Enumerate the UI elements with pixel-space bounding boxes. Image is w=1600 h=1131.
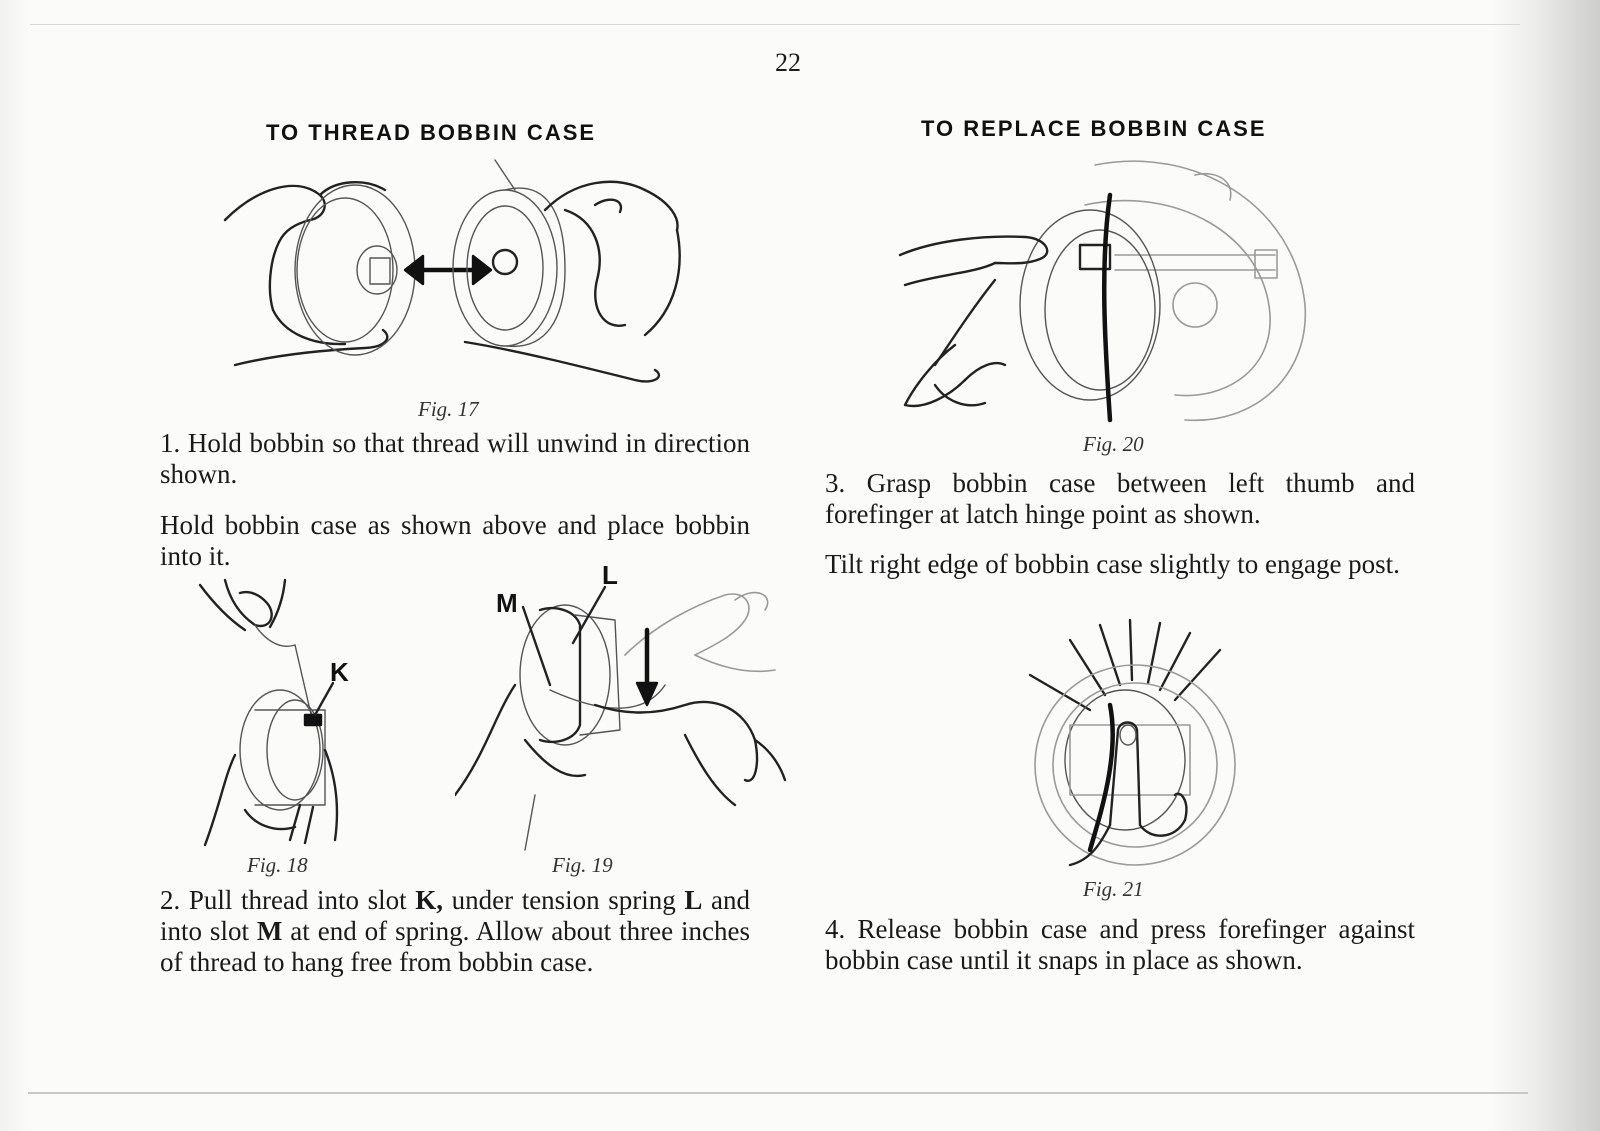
figure-20-illustration	[898, 160, 1307, 423]
heading-thread-bobbin-case: TO THREAD BOBBIN CASE	[266, 120, 597, 145]
label-m: M	[496, 588, 518, 618]
figure-18-illustration	[198, 578, 339, 847]
page-edge-bottom	[28, 1092, 1528, 1094]
figure-17-illustration	[223, 159, 681, 383]
label-l: L	[602, 560, 618, 590]
step-2-text-part4: at end of spring. Allow about three inch…	[160, 916, 750, 977]
scan-shadow-right	[1490, 0, 1600, 1131]
fig-21-caption: Fig. 21	[1083, 877, 1144, 901]
step-3-text: 3. Grasp bobbin case between left thumb …	[825, 468, 1415, 529]
figure-19-illustration	[455, 585, 787, 851]
fig-19-caption: Fig. 19	[552, 853, 613, 877]
step-2-text-part3: and into slot	[160, 885, 750, 946]
step-1-text: 1. Hold bobbin so that thread will unwin…	[160, 428, 750, 489]
step-4-text: 4. Release bobbin case and press forefin…	[825, 914, 1415, 975]
step-2-text-part2: under tension spring	[443, 885, 685, 915]
step-2-spring-l: L	[684, 885, 703, 915]
step-2-slot-m: M	[256, 916, 283, 946]
label-k: K	[330, 657, 349, 687]
step-2-text: 2. Pull thread into slot K, under tensio…	[160, 885, 750, 978]
step-2-slot-k: K,	[415, 885, 444, 915]
tilt-right-edge-text: Tilt right edge of bobbin case slightly …	[825, 549, 1400, 579]
figure-21-illustration	[1028, 618, 1236, 867]
fig-18-caption: Fig. 18	[247, 853, 308, 877]
fig-20-caption: Fig. 20	[1083, 432, 1144, 456]
fig-17-caption: Fig. 17	[418, 397, 479, 421]
page-edge-top	[30, 24, 1520, 25]
step-2-text-part1: 2. Pull thread into slot	[160, 885, 416, 915]
heading-replace-bobbin-case: TO REPLACE BOBBIN CASE	[921, 116, 1267, 141]
hold-bobbin-case-text: Hold bobbin case as shown above and plac…	[160, 510, 750, 571]
page-number: 22	[775, 48, 801, 77]
scan-edge-left	[0, 0, 30, 1131]
